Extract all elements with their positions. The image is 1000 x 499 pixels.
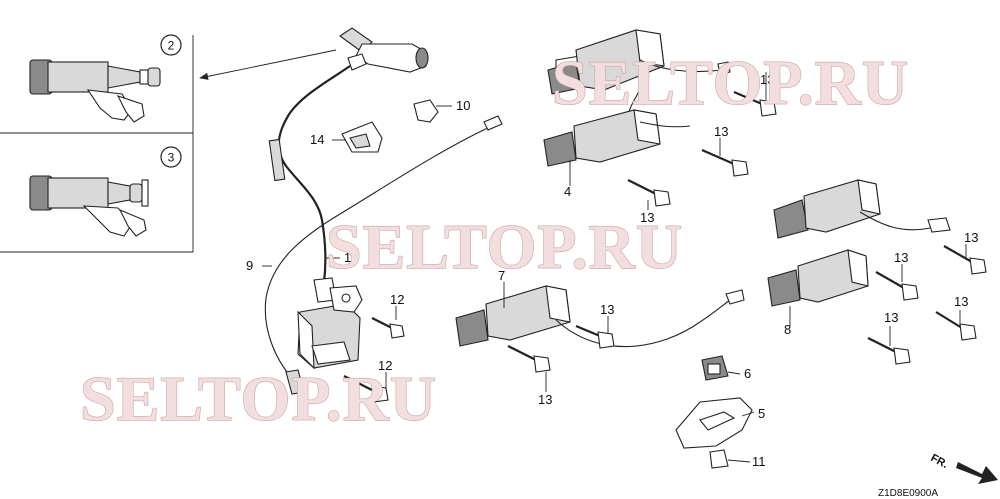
diagram-code: Z1D8E0900A [878,488,938,499]
cable-sleeve [268,138,286,182]
bolt-13-c [627,179,671,207]
bolt-12-upper [371,317,405,339]
spark-plug-cap [339,27,429,73]
callout-12-lower: 12 [378,358,392,373]
bolt-13-h [935,311,977,341]
bolt-13-g [875,271,919,301]
direction-label: FR. [929,452,950,471]
wire-connector-9 [285,369,305,395]
ignition-coil [297,277,363,370]
inset-label-3: 3 [160,146,182,168]
callout-12-upper: 12 [390,292,404,307]
front-direction-indicator: FR. [929,452,998,484]
callouts: 10 14 1 9 12 12 4 13 13 13 7 13 13 13 13… [246,72,978,469]
callout-1: 1 [344,250,351,265]
callout-4: 4 [564,184,571,199]
stop-switch-wire [264,125,493,379]
callout-13-g: 13 [894,250,908,265]
bolt-13-a [733,90,777,117]
grommet-6 [701,355,729,381]
clip-10 [413,99,439,123]
bolt-13-i [867,337,911,365]
bolt-12-lower [343,375,389,403]
bolt-13-f [943,245,987,275]
callout-13-i: 13 [884,310,898,325]
bolt-13-b [701,148,749,177]
svg-text:3: 3 [168,151,175,165]
watermark-bottom: SELTOP.RU [80,363,437,434]
svg-text:2: 2 [168,39,175,53]
inset-label-2: 2 [160,34,182,56]
callout-5: 5 [758,406,765,421]
plug-cap-variant-3 [29,175,149,237]
callout-10: 10 [456,98,470,113]
callout-7: 7 [498,268,505,283]
leader-lines [262,72,967,463]
bolt-11 [709,449,729,469]
switch-unit-8 [767,249,869,307]
callout-6: 6 [744,366,751,381]
callout-9: 9 [246,258,253,273]
switch-unit-7 [455,285,745,348]
callout-8: 8 [784,322,791,337]
callout-13-a: 13 [760,72,774,87]
callout-13-f: 13 [964,230,978,245]
watermark-top: SELTOP.RU [552,47,909,118]
plate-5 [675,397,753,449]
callout-13-c: 13 [640,210,654,225]
bolt-13-e [507,345,551,373]
cable-clip-14 [341,121,383,153]
ignition-cable [277,65,351,283]
callout-13-e: 13 [538,392,552,407]
wire-terminal-9 [483,115,503,131]
watermarks: SELTOP.RU SELTOP.RU SELTOP.RU [79,46,909,434]
watermark-middle: SELTOP.RU [326,211,683,282]
callout-14: 14 [310,132,324,147]
callout-13-h: 13 [954,294,968,309]
plug-cap-variant-2 [29,59,161,123]
switch-unit-4 [543,109,691,167]
variant-arrow [199,49,337,80]
callout-11: 11 [752,454,766,469]
callout-13-b: 13 [714,124,728,139]
inset-frame [0,35,194,253]
callout-13-d: 13 [600,302,614,317]
switch-unit-right-top [773,179,951,239]
bolt-13-d [575,324,615,349]
